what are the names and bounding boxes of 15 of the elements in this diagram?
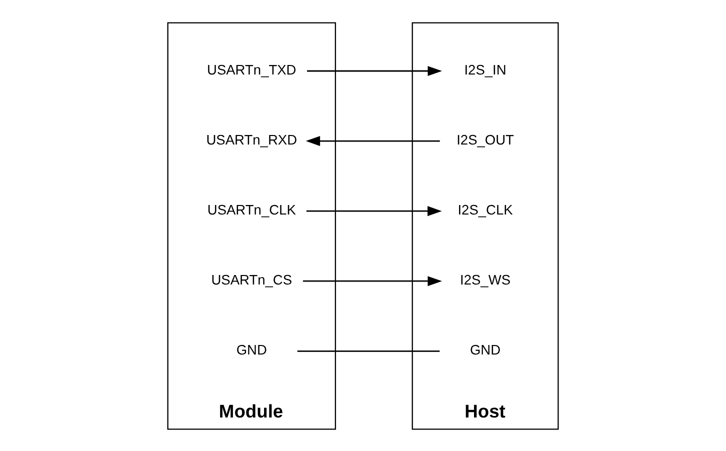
node-text: I2S_WS [460,272,511,288]
node-text: USARTn_CLK [207,202,296,218]
node-text: I2S_OUT [456,132,514,148]
node-text: USARTn_RXD [206,132,298,148]
node-text: I2S_IN [464,62,506,78]
node-text: USARTn_TXD [207,62,296,78]
arrow [307,66,442,76]
arrow [306,206,442,216]
connector [297,350,440,352]
node-text: USARTn_CS [211,272,292,288]
arrow [302,276,442,286]
node-text: GND [470,342,501,358]
arrow [306,136,440,146]
node-text: GND [236,342,267,358]
node-text: I2S_CLK [458,202,513,218]
